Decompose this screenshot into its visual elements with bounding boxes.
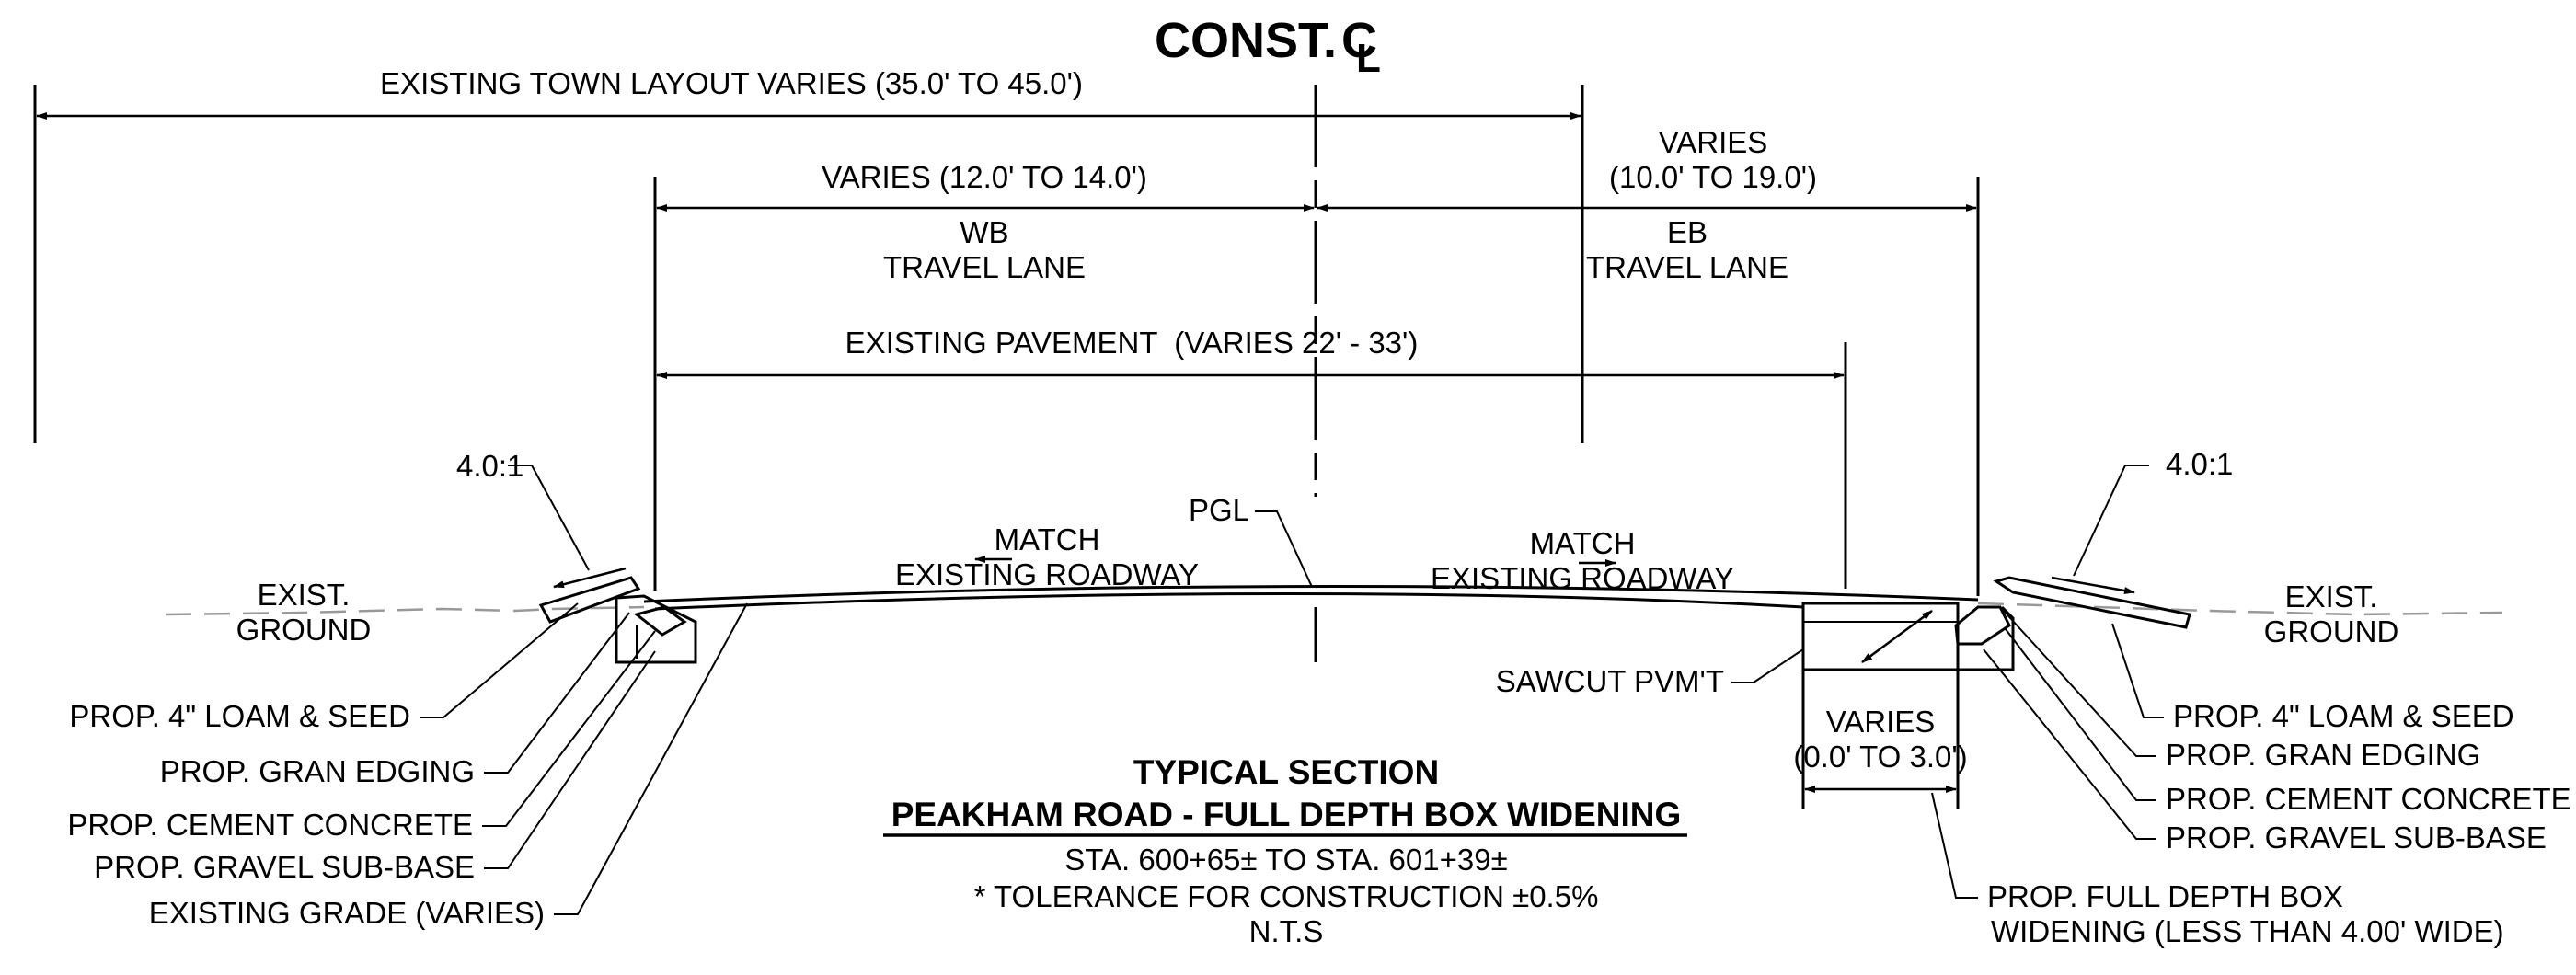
- section-heading: TYPICAL SECTION: [1133, 753, 1439, 791]
- pavement-bottom: [654, 591, 1804, 611]
- match-left-2: EXISTING ROADWAY: [895, 557, 1199, 591]
- left-leader-edging: [484, 612, 630, 774]
- right-callout-concrete: PROP. CEMENT CONCRETE: [2166, 782, 2571, 816]
- wb-lane-label-1: WB: [960, 215, 1008, 249]
- section-title-block: TYPICAL SECTION PEAKHAM ROAD - FULL DEPT…: [883, 753, 1687, 948]
- eb-varies-label-1: VARIES: [1659, 125, 1768, 159]
- slope-leader-left: [508, 465, 590, 571]
- left-curb: [633, 605, 687, 637]
- right-leader-subbase: [1983, 648, 2156, 840]
- roadway-annotations: PGL MATCH EXISTING ROADWAY MATCH EXISTIN…: [236, 493, 2399, 698]
- left-callout-existing-grade: EXISTING GRADE (VARIES): [149, 896, 545, 930]
- slope-label-left: 4.0:1: [456, 449, 523, 483]
- box-varies-label-2: (0.0' TO 3.0'): [1793, 740, 1967, 774]
- left-leader-subbase: [484, 650, 656, 869]
- box-widening-leader: [1931, 792, 1978, 899]
- eb-lane-label-1: EB: [1667, 215, 1708, 249]
- dimension-lines: [36, 112, 1977, 809]
- box-widening-label-2: WIDENING (LESS THAN 4.00' WIDE): [1991, 914, 2504, 948]
- existing-pavement-label: EXISTING PAVEMENT (VARIES 22' - 33'): [845, 326, 1419, 360]
- right-leader-edging: [2001, 608, 2156, 757]
- slope-label-right: 4.0:1: [2166, 447, 2233, 481]
- slope-indicators: 4.0:1 4.0:1: [456, 447, 2233, 595]
- match-right-1: MATCH: [1530, 526, 1636, 560]
- right-slope-loam: [1993, 576, 2191, 629]
- existing-ground: [165, 602, 2503, 616]
- exist-ground-right-1: EXIST.: [2285, 579, 2378, 614]
- exist-ground-left-1: EXIST.: [258, 578, 351, 612]
- box-varies-label-1: VARIES: [1826, 705, 1936, 739]
- town-layout-label: EXISTING TOWN LAYOUT VARIES (35.0' TO 45…: [380, 66, 1083, 100]
- sawcut-leader: [1731, 648, 1804, 683]
- eb-lane-label-2: TRAVEL LANE: [1586, 250, 1788, 284]
- match-left-1: MATCH: [995, 522, 1100, 556]
- section-subheading: PEAKHAM ROAD - FULL DEPTH BOX WIDENING: [891, 796, 1682, 833]
- wb-varies-label: VARIES (12.0' TO 14.0'): [822, 160, 1147, 194]
- right-callout-edging: PROP. GRAN EDGING: [2166, 738, 2480, 772]
- left-edging-block: [615, 594, 697, 664]
- right-leader-loam: [2111, 623, 2164, 718]
- left-callout-subbase: PROP. GRAVEL SUB-BASE: [94, 850, 475, 884]
- right-leader-concrete: [2005, 628, 2156, 801]
- extension-lines: [33, 85, 1980, 662]
- left-leader-existing-grade: [554, 602, 748, 915]
- slope-arrow-right: [2051, 576, 2135, 595]
- box-widening-label-1: PROP. FULL DEPTH BOX: [1987, 879, 2343, 913]
- exist-ground-right-2: GROUND: [2264, 614, 2399, 648]
- match-right-2: EXISTING ROADWAY: [1431, 561, 1734, 595]
- scale-note: N.T.S: [1249, 914, 1324, 948]
- left-leader-loam: [420, 602, 579, 718]
- left-callout-edging: PROP. GRAN EDGING: [160, 754, 475, 788]
- centerline-title: CONST. C L: [1155, 13, 1381, 81]
- tolerance-note: * TOLERANCE FOR CONSTRUCTION ±0.5%: [974, 879, 1599, 913]
- left-callout-loam: PROP. 4" LOAM & SEED: [69, 699, 410, 733]
- wb-lane-label-2: TRAVEL LANE: [883, 250, 1086, 284]
- roadway-section: [538, 576, 2191, 671]
- slope-arrow-left: [553, 567, 627, 589]
- eb-varies-label-2: (10.0' TO 19.0'): [1609, 160, 1817, 194]
- slope-leader-right: [2073, 465, 2149, 577]
- existing-ground-right: [1977, 602, 2503, 616]
- cl-symbol-l: L: [1356, 36, 1381, 81]
- sawcut-arrow: [1861, 609, 1933, 664]
- right-callouts: PROP. 4" LOAM & SEED PROP. GRAN EDGING P…: [1931, 608, 2571, 948]
- dimension-labels: EXISTING TOWN LAYOUT VARIES (35.0' TO 45…: [380, 66, 1968, 774]
- left-callout-concrete: PROP. CEMENT CONCRETE: [67, 808, 473, 842]
- right-callout-loam: PROP. 4" LOAM & SEED: [2173, 699, 2514, 733]
- sawcut-label: SAWCUT PVM'T: [1496, 664, 1724, 698]
- const-label: CONST.: [1155, 13, 1337, 68]
- right-callout-subbase: PROP. GRAVEL SUB-BASE: [2166, 820, 2547, 855]
- station-range: STA. 600+65± TO STA. 601+39±: [1064, 843, 1507, 877]
- pgl-label: PGL: [1189, 493, 1249, 527]
- right-edging-block: [1956, 605, 2015, 671]
- left-slope-loam: [538, 576, 641, 624]
- pavement-top: [643, 584, 1979, 603]
- right-curb: [1954, 605, 2011, 646]
- existing-ground-left: [165, 605, 645, 616]
- box-widening-block: [1801, 602, 1960, 671]
- exist-ground-left-2: GROUND: [236, 613, 372, 647]
- left-callouts: PROP. 4" LOAM & SEED PROP. GRAN EDGING P…: [67, 602, 748, 930]
- cl-symbol-c: C: [1341, 13, 1377, 68]
- left-leader-concrete: [482, 630, 656, 827]
- pgl-leader: [1255, 510, 1313, 588]
